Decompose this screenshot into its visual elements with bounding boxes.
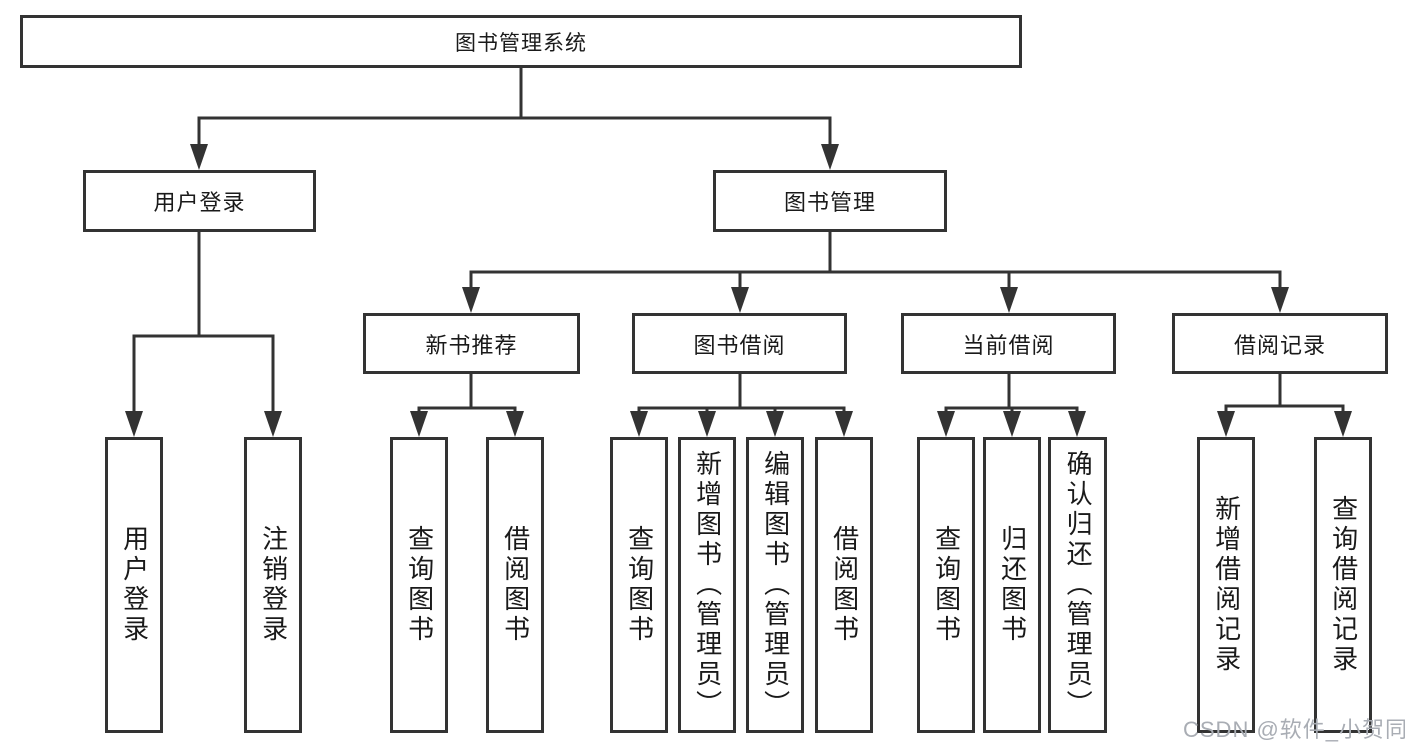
node-label: 查询图书 (931, 525, 962, 645)
node-label: 归还图书 (997, 525, 1028, 645)
node-label: 借阅图书 (500, 525, 531, 645)
node-label: 注销登录 (258, 525, 289, 645)
node-label: 查询借阅记录 (1328, 495, 1359, 675)
node-label: 确认归还（管理员） (1063, 450, 1094, 720)
leaf-borrowing-query-books: 查询图书 (610, 437, 668, 733)
node-label: 查询图书 (624, 525, 655, 645)
leaf-current-confirm-return-admin: 确认归还（管理员） (1048, 437, 1107, 733)
node-label: 用户登录 (153, 190, 246, 215)
arrowheads (125, 144, 1352, 437)
node-label: 新书推荐 (425, 332, 518, 358)
leaf-borrowing-borrow-books: 借阅图书 (815, 437, 873, 733)
node-library-system: 图书管理系统 (20, 15, 1022, 68)
node-label: 新增图书（管理员） (692, 450, 723, 720)
node-label: 编辑图书（管理员） (760, 450, 791, 720)
node-label: 借阅记录 (1233, 332, 1326, 358)
node-book-borrowing: 图书借阅 (632, 313, 847, 374)
node-label: 当前借阅 (962, 332, 1055, 358)
leaf-borrowing-edit-books-admin: 编辑图书（管理员） (746, 437, 804, 733)
leaf-records-add-borrow-record: 新增借阅记录 (1197, 437, 1255, 733)
node-label: 用户登录 (119, 525, 150, 645)
leaf-borrowing-add-books-admin: 新增图书（管理员） (678, 437, 736, 733)
node-label: 图书管理系统 (455, 31, 587, 55)
leaf-current-query-books: 查询图书 (917, 437, 975, 733)
csdn-watermark: CSDN @软件_小贺同学 (1183, 717, 1405, 742)
node-new-book-recommendation: 新书推荐 (363, 313, 580, 374)
node-user-login: 用户登录 (83, 170, 316, 232)
node-label: 借阅图书 (829, 525, 860, 645)
leaf-current-return-books: 归还图书 (983, 437, 1041, 733)
node-label: 新增借阅记录 (1211, 495, 1242, 675)
leaf-recommend-query-books: 查询图书 (390, 437, 448, 733)
node-label: 查询图书 (404, 525, 435, 645)
leaf-user-login: 用户登录 (105, 437, 163, 733)
leaf-logout-login: 注销登录 (244, 437, 302, 733)
node-current-borrowing: 当前借阅 (901, 313, 1116, 374)
leaf-recommend-borrow-books: 借阅图书 (486, 437, 544, 733)
node-label: 图书管理 (783, 190, 876, 215)
node-label: 图书借阅 (693, 332, 786, 358)
node-book-management: 图书管理 (713, 170, 947, 232)
node-borrowing-records: 借阅记录 (1172, 313, 1388, 374)
leaf-records-query-borrow-record: 查询借阅记录 (1314, 437, 1372, 733)
